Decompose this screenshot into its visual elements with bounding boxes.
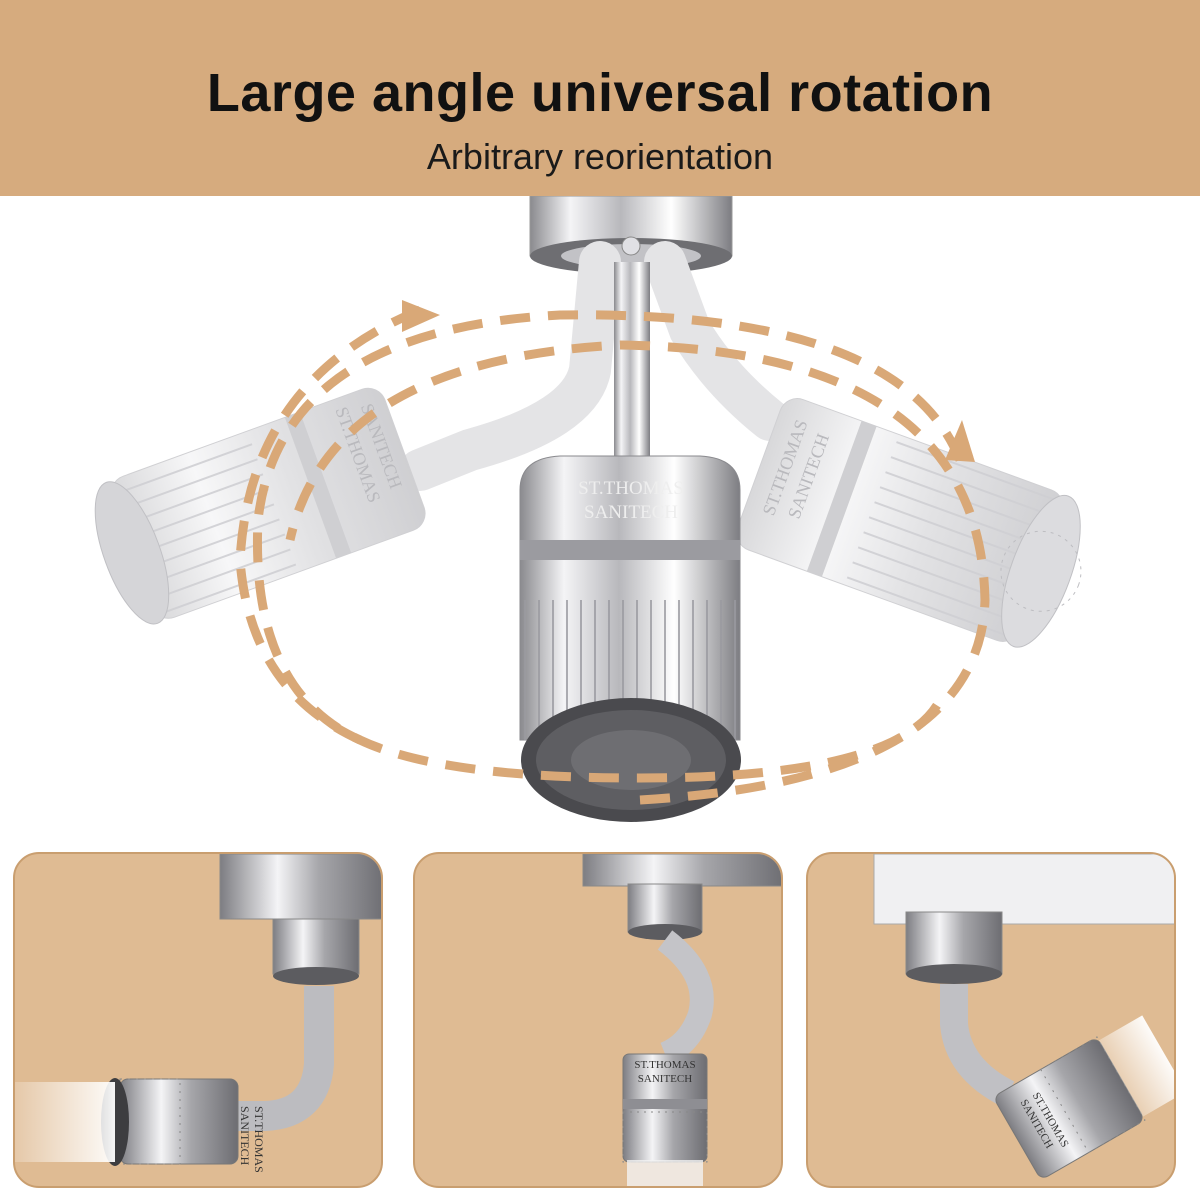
panel-left-angle: ST.THOMAS SANITECH (13, 852, 383, 1188)
page-title: Large angle universal rotation (206, 63, 994, 123)
header-banner (0, 0, 1200, 196)
center-brand-line1: ST.THOMAS (578, 478, 684, 499)
center-aerator: ST.THOMAS SANITECH (519, 455, 741, 822)
arrow-head-right (945, 420, 975, 462)
hero-illustration: ST.THOMAS SANITECH ST.THOMAS SANITECH ST… (94, 196, 1082, 822)
arrow-head-top (402, 300, 440, 332)
right-ghost-aerator: ST.THOMAS SANITECH (736, 398, 1082, 648)
panel-right-angle: ST.THOMAS SANITECH (806, 852, 1176, 1188)
panel1-brand-line2: SANITECH (238, 1106, 252, 1166)
panel2-brand-line1: ST.THOMAS (634, 1059, 695, 1071)
panel2-brand-line2: SANITECH (638, 1073, 692, 1085)
page-subtitle: Arbitrary reorientation (426, 136, 774, 177)
rotation-arrows (235, 305, 990, 805)
center-brand-line2: SANITECH (584, 502, 678, 523)
panel1-brand-line1: ST.THOMAS (252, 1106, 266, 1173)
panel-down-angle: ST.THOMAS SANITECH (413, 852, 783, 1188)
left-ghost-aerator: ST.THOMAS SANITECH (94, 387, 426, 625)
